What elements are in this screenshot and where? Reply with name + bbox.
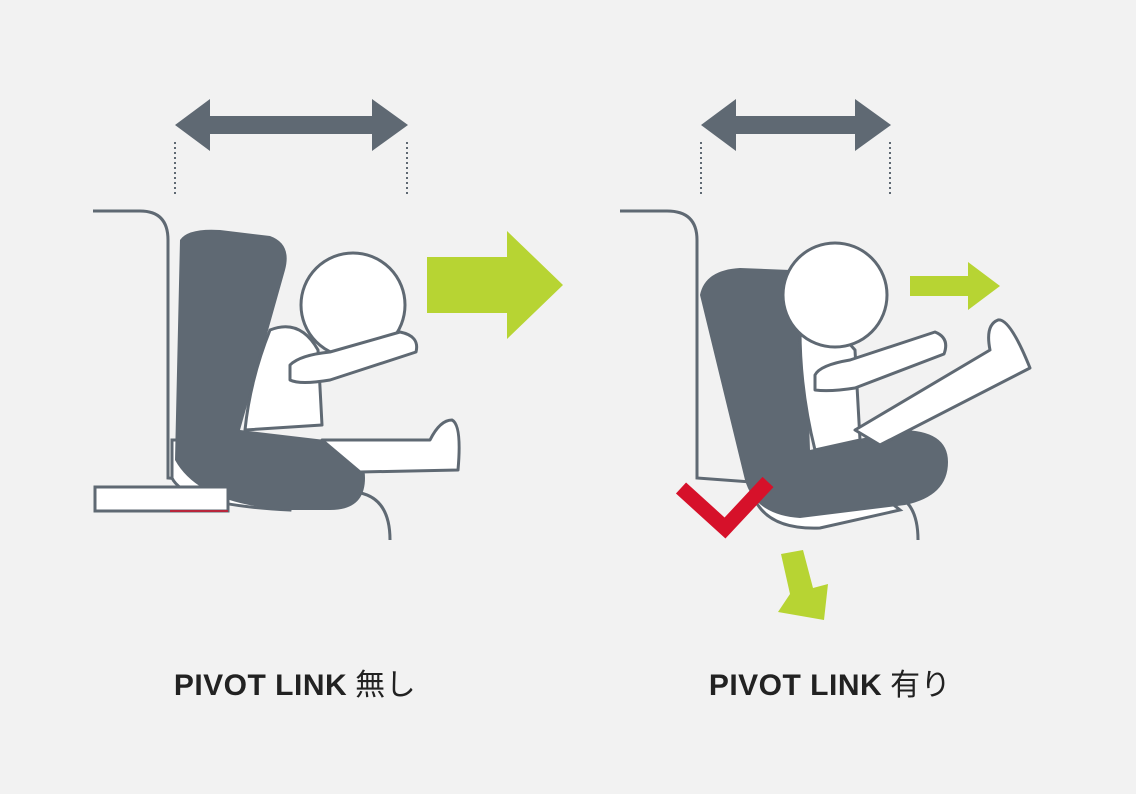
double-arrow-icon — [175, 99, 408, 151]
double-arrow-icon — [701, 99, 891, 151]
sliding-base — [93, 485, 230, 513]
vehicle-seat-outline — [93, 209, 392, 541]
car-seat-shell — [700, 268, 948, 518]
car-seat-shell — [175, 229, 365, 510]
caption-main: PIVOT LINK — [173, 669, 348, 702]
child-leg — [853, 318, 1032, 447]
caption-suffix: 無し — [355, 669, 417, 702]
pivot-check-icon — [675, 476, 774, 539]
downward-arrow-icon — [778, 550, 828, 620]
child-figure — [781, 241, 1032, 452]
vehicle-seat-outline — [620, 209, 920, 541]
panel-without-pivot — [93, 99, 563, 541]
child-arm — [813, 330, 948, 393]
caption-main: PIVOT LINK — [708, 669, 883, 702]
child-figure — [243, 251, 461, 474]
child-arm — [288, 330, 419, 384]
child-leg — [320, 418, 461, 474]
forward-arrow-icon — [910, 262, 1000, 310]
caption-suffix: 有り — [890, 669, 952, 702]
child-torso — [243, 325, 324, 432]
panel-with-pivot — [620, 99, 1032, 620]
child-head — [781, 241, 889, 349]
forward-arrow-icon — [427, 231, 563, 339]
